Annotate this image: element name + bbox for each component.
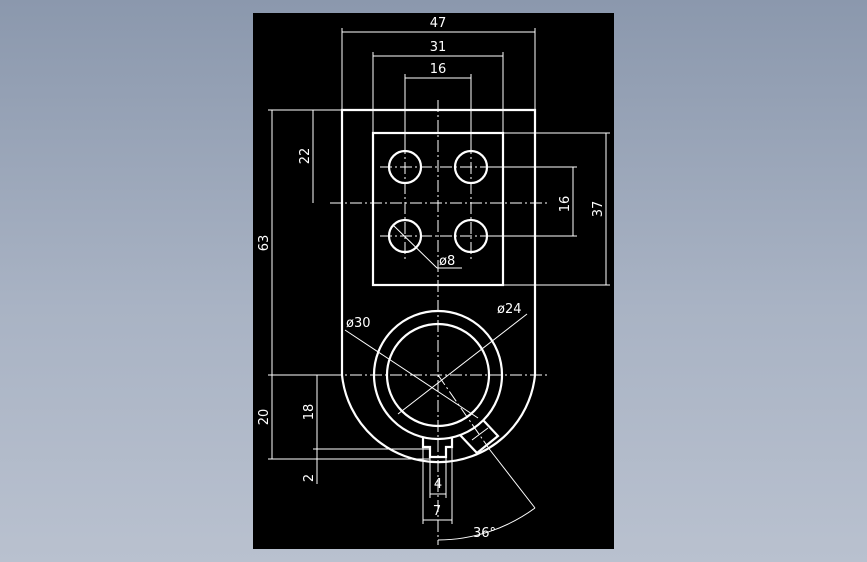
- part-outline: [340, 108, 537, 464]
- dim-4: 4: [434, 477, 442, 492]
- angled-tab: [459, 419, 500, 455]
- ring-outer: [372, 309, 504, 441]
- dim-36-deg: 36°: [473, 526, 496, 541]
- ext-line-36: [489, 449, 536, 509]
- dim-o30: ø30: [346, 316, 371, 331]
- dim-16-h: 16: [430, 62, 447, 77]
- angle-centerline: [437, 374, 491, 451]
- dim-arc-36: [437, 507, 536, 541]
- dim-18: 18: [302, 404, 317, 421]
- dim-63: 63: [257, 235, 272, 252]
- dim-o24: ø24: [497, 302, 522, 317]
- ring-inner: [385, 322, 491, 428]
- center-lines: [330, 100, 548, 545]
- dim-22: 22: [298, 148, 313, 165]
- leader-o8: [392, 224, 438, 269]
- dim-o8: ø8: [439, 254, 455, 269]
- dim-20: 20: [257, 409, 272, 426]
- dim-2: 2: [302, 474, 317, 482]
- dim-7: 7: [433, 504, 441, 519]
- hole-bottom-left: [387, 218, 423, 254]
- dim-47: 47: [430, 16, 447, 31]
- dim-16-v: 16: [558, 196, 573, 213]
- dim-37: 37: [591, 201, 606, 218]
- hole-top-left: [387, 149, 423, 185]
- bottom-tab: [421, 437, 454, 459]
- leader-o30: [344, 329, 479, 419]
- leader-o24: [397, 313, 528, 415]
- square-plate: [371, 131, 505, 287]
- dimension-texts: 47 31 16 22 63 16 37 ø8 ø30 ø24 20 18 2 …: [257, 16, 606, 541]
- dim-31: 31: [430, 40, 447, 55]
- bracket-outline: [340, 108, 537, 464]
- dimension-lines: [268, 28, 610, 541]
- drawing-area: [253, 13, 614, 549]
- angled-tab-detail: [471, 427, 489, 441]
